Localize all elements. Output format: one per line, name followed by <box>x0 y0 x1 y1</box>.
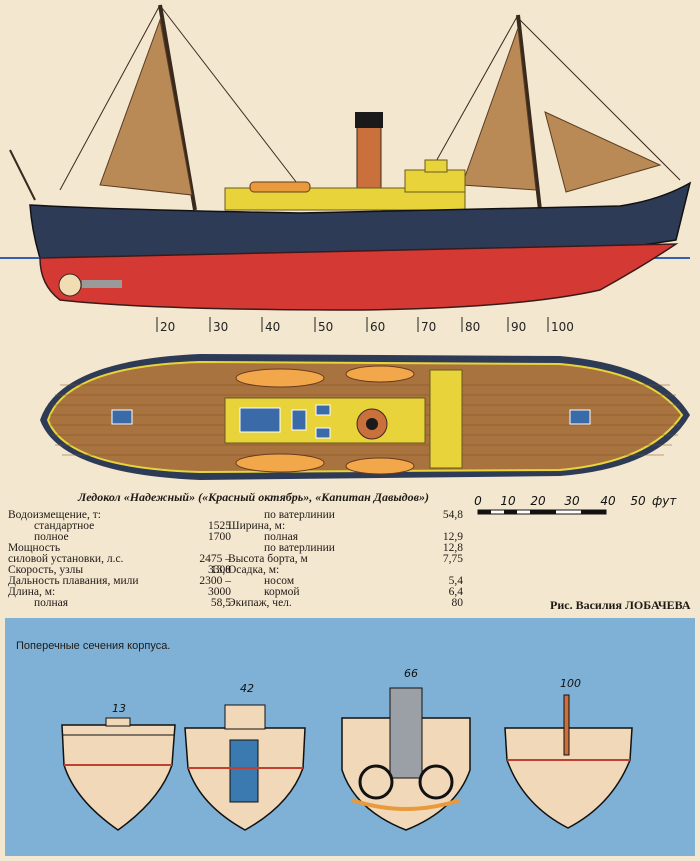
svg-text:80: 80 <box>465 320 480 334</box>
hull-lower <box>39 243 679 311</box>
spec-label: Дальность плавания, мили <box>8 575 139 587</box>
spec-value: 2300 – 3000 <box>199 575 231 599</box>
superstructure <box>224 187 466 211</box>
spec-value: 12,8 <box>442 542 463 554</box>
scale-tick: 0 <box>474 494 482 508</box>
spec-value: 1700 <box>208 531 231 543</box>
fore-sail <box>99 18 193 196</box>
spec-value: 5,4 <box>448 575 463 587</box>
spec-value: 6,4 <box>448 586 463 598</box>
frame-tick: 60 <box>366 317 385 334</box>
spec-label: по ватерлинии <box>264 509 335 521</box>
frame-tick: 50 <box>314 317 333 334</box>
lifeboat <box>235 368 325 388</box>
spec-value: 2475 – 3300 <box>199 553 231 577</box>
spec-label: Мощность <box>8 542 61 554</box>
cross-sections-panel <box>5 618 695 856</box>
side-profile <box>0 4 692 311</box>
spec-value: 1525 <box>208 520 231 532</box>
illustration-credit: Рис. Василия ЛОБАЧЕВА <box>550 598 691 612</box>
frame-scale: 20 30 40 50 60 70 80 90 100 <box>156 317 574 334</box>
propeller <box>58 273 82 297</box>
scale-tick: 50 <box>630 494 646 508</box>
scale-tick: 30 <box>564 494 580 508</box>
svg-text:90: 90 <box>511 320 526 334</box>
spec-label: Экипаж, чел. <box>228 597 292 609</box>
spec-label: стандартное <box>34 520 95 532</box>
svg-text:100: 100 <box>551 320 574 334</box>
spec-label: Ширина, м: <box>228 520 286 532</box>
mizzen-sail <box>544 111 662 193</box>
spec-label: Водоизмещение, т: <box>8 509 101 521</box>
spec-value: 54,8 <box>442 509 463 521</box>
spec-value: 13,8 <box>210 564 231 576</box>
svg-text:70: 70 <box>421 320 436 334</box>
frame-tick: 20 <box>156 317 175 334</box>
specs-right: по ватерлинии 54,8 Ширина, м: полная 12,… <box>228 509 468 610</box>
svg-text:20: 20 <box>160 320 175 334</box>
frame-tick: 90 <box>507 317 526 334</box>
spec-value: 58,5 <box>210 597 231 609</box>
spec-label: полная <box>264 531 299 543</box>
spec-label: носом <box>264 575 295 587</box>
main-sail <box>461 27 537 191</box>
spec-label: Длина, м: <box>8 586 56 598</box>
spec-label: силовой установки, л.с. <box>8 553 124 565</box>
foot-scale: 0 10 20 30 40 50 фут <box>474 494 677 515</box>
spec-label: Осадка, м: <box>228 564 280 576</box>
scale-tick: 40 <box>600 494 616 508</box>
frame-tick: 30 <box>209 317 228 334</box>
spec-value: 80 <box>451 597 464 609</box>
spec-label: полное <box>34 531 69 543</box>
svg-text:60: 60 <box>370 320 385 334</box>
spec-label: полная <box>34 597 69 609</box>
specs-left: Водоизмещение, т: стандартное 1525 полно… <box>8 509 231 610</box>
spec-value: 12,9 <box>442 531 463 543</box>
spec-label: Высота борта, м <box>228 553 308 565</box>
svg-text:30: 30 <box>213 320 228 334</box>
spec-label: по ватерлинии <box>264 542 335 554</box>
lifeboat <box>345 457 415 475</box>
cross-sections-title: Поперечные сечения корпуса. <box>16 640 171 652</box>
scale-tick: 10 <box>500 494 516 508</box>
scale-tick: 20 <box>530 494 546 508</box>
frame-tick: 80 <box>461 317 480 334</box>
spec-label: Скорость, узлы <box>8 564 84 576</box>
ship-caption: Ледокол «Надежный» («Красный октябрь», «… <box>78 490 429 504</box>
svg-text:50: 50 <box>318 320 333 334</box>
frame-tick: 100 <box>547 317 574 334</box>
scale-unit: фут <box>652 494 677 508</box>
lifeboat <box>345 365 415 383</box>
spec-label: кормой <box>264 586 300 598</box>
spec-value: 7,75 <box>442 553 463 565</box>
plan-view <box>40 354 690 480</box>
frame-tick: 40 <box>261 317 280 334</box>
frame-tick: 70 <box>417 317 436 334</box>
lifeboat <box>235 453 325 473</box>
svg-text:40: 40 <box>265 320 280 334</box>
